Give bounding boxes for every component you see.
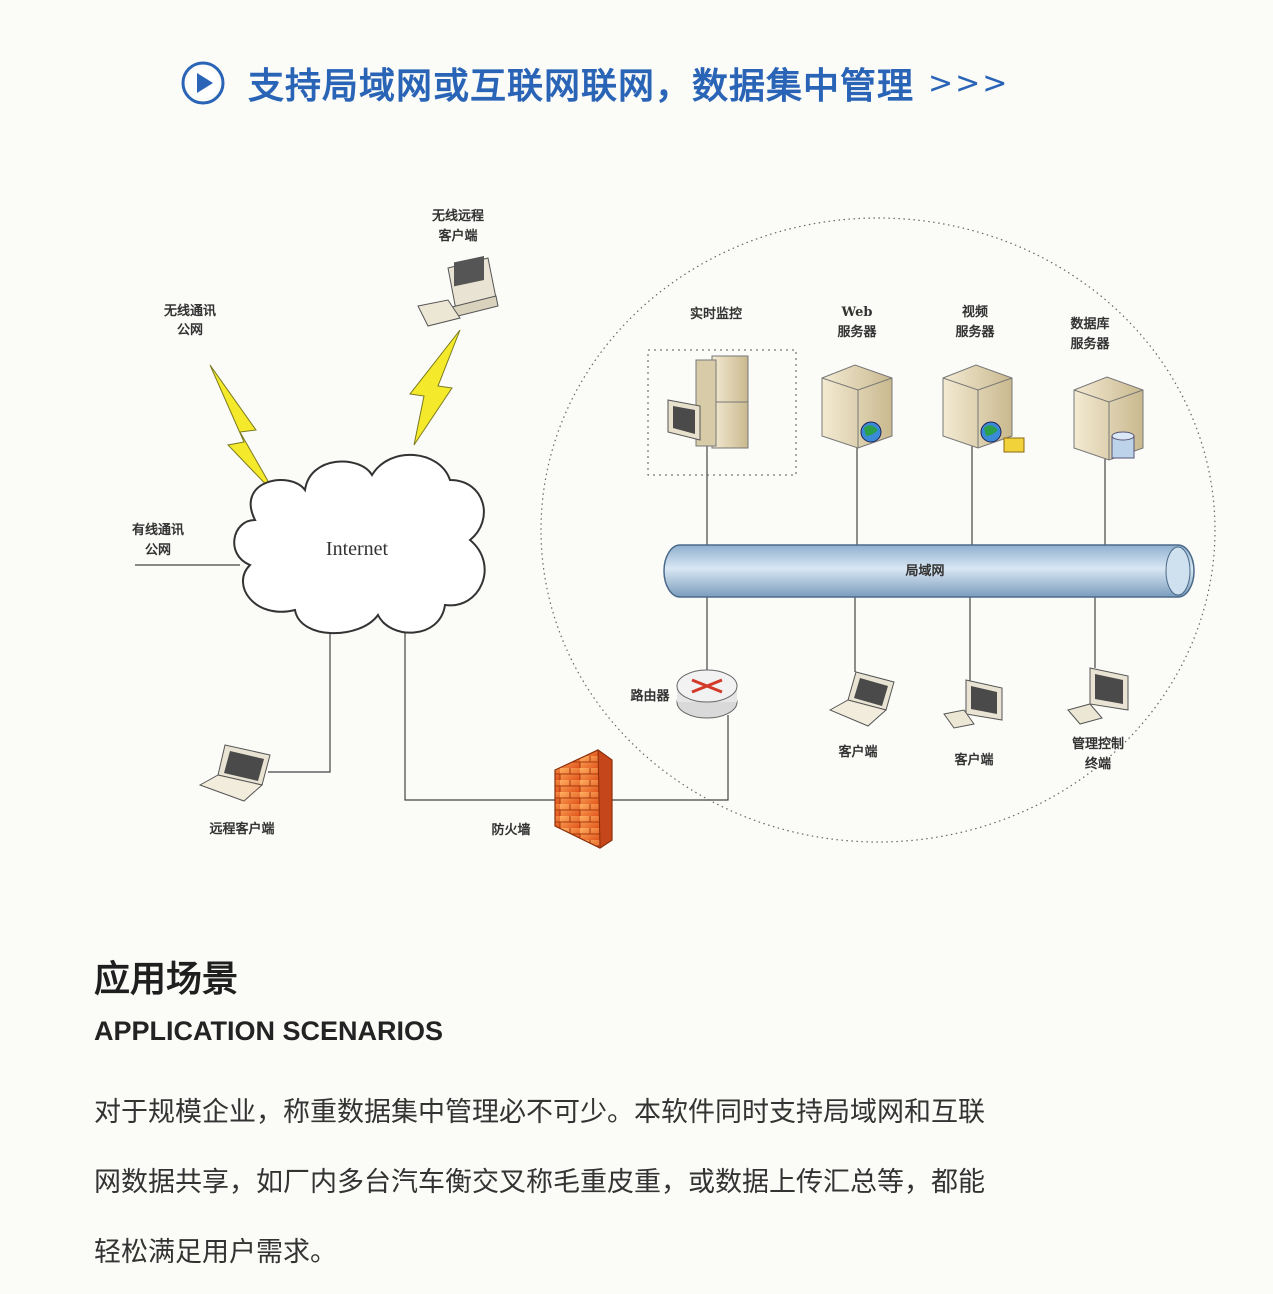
network-diagram: Internet 局域网 — [132, 208, 1216, 849]
header-arrows: >>> — [928, 65, 1010, 101]
router-icon — [676, 669, 738, 719]
web-server-label-2: 服务器 — [837, 324, 877, 340]
wireless-remote-client-desktop-icon — [417, 255, 499, 327]
lan-boundary — [540, 217, 1216, 843]
section-subtitle: APPLICATION SCENARIOS — [94, 1016, 444, 1046]
realtime-monitor-label: 实时监控 — [690, 306, 742, 322]
client-2-label: 客户端 — [954, 752, 993, 768]
database-server-icon — [1073, 376, 1144, 461]
monitor-display-icon — [667, 399, 701, 441]
client-1-label: 客户端 — [838, 744, 877, 760]
admin-terminal-label-1: 管理控制 — [1072, 736, 1124, 752]
remote-client-laptop-icon — [198, 744, 271, 802]
firewall-icon — [554, 749, 613, 849]
internet-cloud: Internet — [233, 453, 486, 635]
paragraph-line: 轻松满足用户需求。 — [94, 1237, 337, 1268]
router-label: 路由器 — [630, 688, 670, 704]
wireless-bolt-left — [209, 364, 277, 496]
video-server-label-2: 服务器 — [955, 324, 995, 340]
header-title: 支持局域网或互联网联网，数据集中管理 — [248, 66, 915, 107]
db-server-label-1: 数据库 — [1070, 316, 1109, 332]
db-server-label-2: 服务器 — [1070, 336, 1110, 352]
client-desktop-icon — [943, 679, 1003, 729]
header-banner: 支持局域网或互联网联网，数据集中管理 >>> — [180, 58, 1009, 108]
internet-label: Internet — [326, 538, 389, 560]
lan-pipe: 局域网 — [663, 544, 1195, 598]
video-server-label-1: 视频 — [962, 304, 988, 320]
firewall-label: 防火墙 — [491, 822, 530, 838]
wireless-public-net-label-1: 无线通讯 — [163, 303, 216, 319]
lan-label: 局域网 — [905, 563, 944, 579]
section-paragraph: 对于规模企业，称重数据集中管理必不可少。本软件同时支持局域网和互联 网数据共享，… — [94, 1078, 1134, 1288]
admin-terminal-icon — [1067, 667, 1129, 725]
wireless-bolt-right — [409, 329, 461, 446]
wireless-public-net-label-2: 公网 — [177, 323, 203, 338]
play-circle-icon — [181, 61, 225, 105]
web-server-icon — [821, 364, 893, 449]
wireless-remote-client-label-2: 客户端 — [438, 228, 477, 244]
realtime-monitor-group — [647, 349, 797, 476]
web-server-label-1: Web — [841, 305, 873, 320]
wired-public-net-label-1: 有线通讯 — [132, 522, 184, 538]
wireless-remote-client-label-1: 无线远程 — [431, 208, 484, 224]
remote-client-label: 远程客户端 — [209, 821, 274, 837]
section-title: 应用场景 — [94, 959, 239, 1000]
video-server-icon — [942, 364, 1025, 453]
paragraph-line: 网数据共享，如厂内多台汽车衡交叉称毛重皮重，或数据上传汇总等，都能 — [94, 1167, 985, 1198]
wired-public-net-label-2: 公网 — [145, 543, 171, 558]
monitor-servers-icon — [695, 355, 749, 449]
client-laptop-icon — [828, 671, 895, 727]
admin-terminal-label-2: 终端 — [1085, 756, 1111, 772]
paragraph-line: 对于规模企业，称重数据集中管理必不可少。本软件同时支持局域网和互联 — [94, 1097, 985, 1128]
